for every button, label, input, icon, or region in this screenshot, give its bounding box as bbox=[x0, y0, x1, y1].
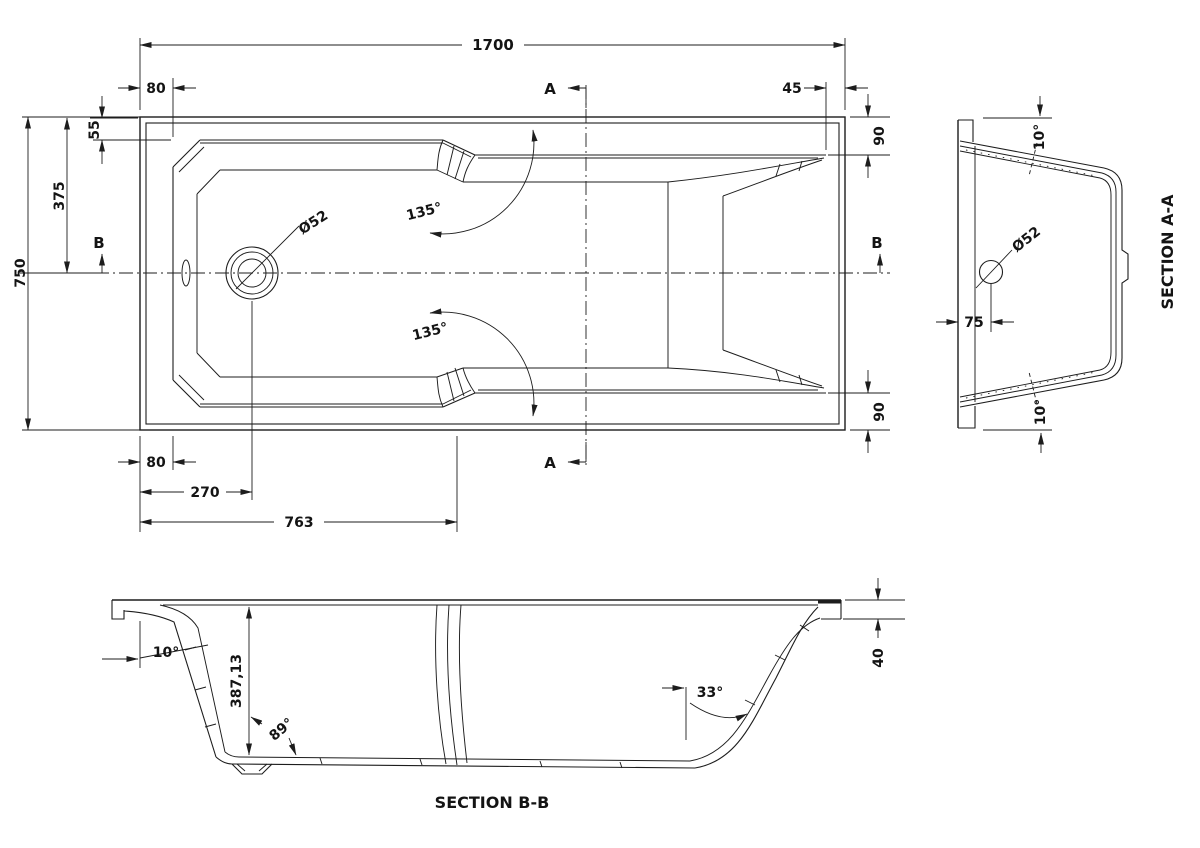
plan-view: 1700 80 45 A A B B 55 375 bbox=[13, 36, 890, 532]
dim-length: 1700 bbox=[472, 36, 514, 54]
overflow-hole bbox=[181, 259, 191, 287]
dim-drain-offset: 270 bbox=[190, 485, 219, 501]
angle-wall: 10° bbox=[153, 645, 179, 661]
cut-marker-b-left: B bbox=[93, 234, 104, 252]
plan-drain bbox=[181, 225, 300, 300]
section-aa-dimensions: Ø52 75 10° 10° SECTION A-A bbox=[936, 96, 1177, 453]
plan-well-outline bbox=[172, 139, 826, 408]
dim-drain-depth: 75 bbox=[964, 315, 983, 331]
section-aa-linework bbox=[957, 119, 1129, 429]
dim-left-edge-bottom: 80 bbox=[146, 455, 166, 471]
plan-dimensions: 1700 80 45 A A B B 55 375 bbox=[13, 36, 890, 532]
section-aa-drain-diameter: Ø52 bbox=[1009, 224, 1044, 256]
section-aa-view: Ø52 75 10° 10° SECTION A-A bbox=[936, 96, 1177, 453]
angle-rim-top: 10° bbox=[1032, 124, 1048, 150]
section-bb-view: 387,13 10° 89° 33° 40 SECTION B-B bbox=[102, 578, 905, 812]
angle-backrest: 33° bbox=[697, 685, 723, 701]
dim-seat-length: 763 bbox=[284, 515, 313, 531]
cut-marker-a-top: A bbox=[544, 80, 556, 98]
foot-pad bbox=[231, 763, 273, 775]
section-bb-linework bbox=[111, 599, 842, 775]
plan-centerlines bbox=[95, 85, 890, 468]
dim-rim-top-left: 55 bbox=[87, 120, 103, 139]
section-aa-title: SECTION A-A bbox=[1158, 194, 1177, 310]
drain-diameter-label: Ø52 bbox=[296, 208, 331, 239]
plan-well-inner-contour bbox=[196, 139, 668, 408]
cut-marker-a-bottom: A bbox=[544, 454, 556, 472]
angle-base: 89° bbox=[266, 715, 297, 744]
dim-rim-right-bottom: 90 bbox=[872, 402, 888, 422]
plan-rim-outline bbox=[139, 116, 846, 431]
dim-right-edge-top: 45 bbox=[782, 81, 801, 97]
angle-transition-top: 135° bbox=[405, 200, 444, 224]
dim-depth: 387,13 bbox=[229, 654, 245, 708]
dim-width: 750 bbox=[13, 258, 29, 287]
angle-rim-bottom: 10° bbox=[1033, 399, 1049, 425]
plan-backrest bbox=[667, 157, 825, 389]
dim-half-width: 375 bbox=[52, 181, 68, 210]
section-aa-drain bbox=[978, 259, 1004, 285]
dim-rim-right-top: 90 bbox=[872, 126, 888, 146]
angle-transition-bottom: 135° bbox=[411, 320, 450, 344]
cut-marker-b-right: B bbox=[871, 234, 882, 252]
section-bb-dimensions: 387,13 10° 89° 33° 40 SECTION B-B bbox=[102, 578, 905, 812]
section-bb-title: SECTION B-B bbox=[435, 793, 550, 812]
dim-left-edge-top: 80 bbox=[146, 81, 166, 97]
dim-rim-thickness: 40 bbox=[871, 648, 887, 668]
